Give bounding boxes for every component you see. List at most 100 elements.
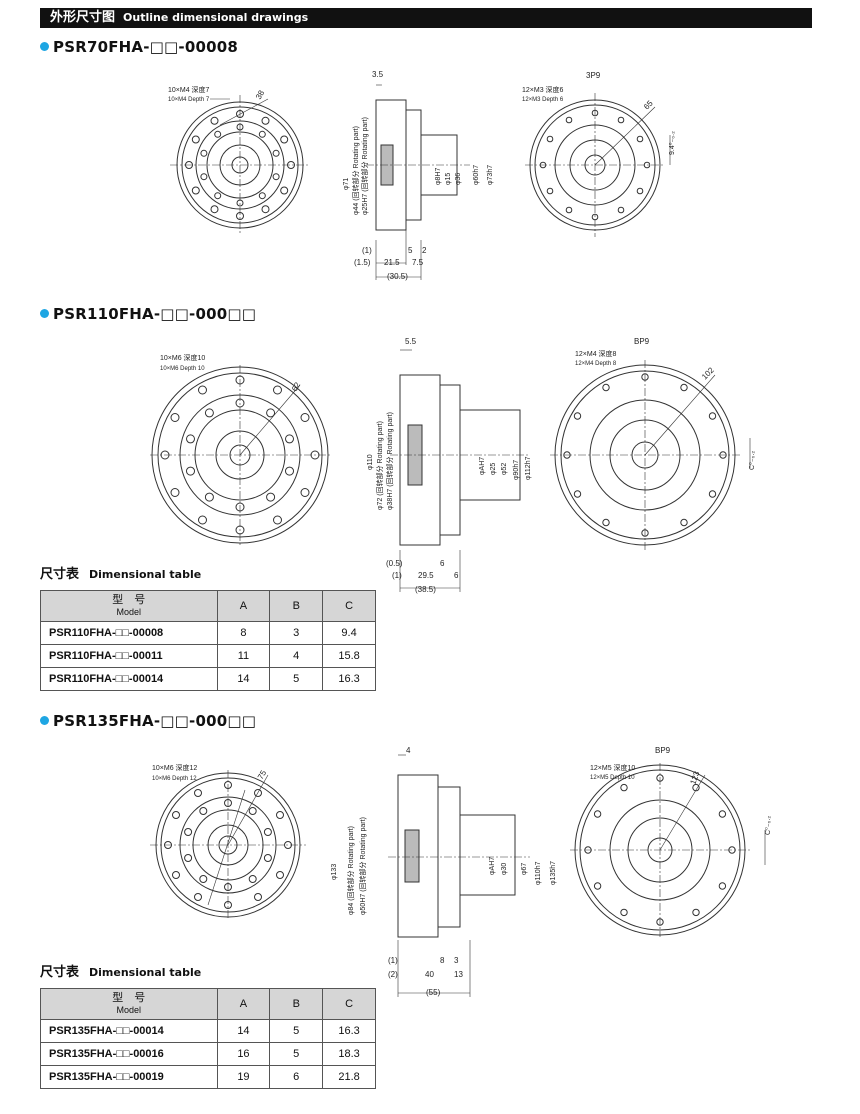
svg-text:12×M5 Depth 10: 12×M5 Depth 10	[590, 775, 635, 781]
bolt-hole	[235, 375, 245, 385]
bolt-hole	[276, 811, 284, 819]
bolt-hole	[235, 398, 245, 408]
bolt-hole	[656, 774, 664, 782]
svg-text:φ72 (回转部分 Rotating part): φ72 (回转部分 Rotating part)	[375, 421, 384, 510]
svg-text:(1): (1)	[392, 571, 402, 580]
svg-text:12×M3 深度6: 12×M3 深度6	[522, 85, 564, 94]
svg-text:φ36: φ36	[455, 173, 462, 185]
bolt-hole	[266, 492, 276, 502]
bolt-hole	[591, 109, 599, 117]
bolt-hole	[656, 918, 664, 926]
bolt-hole	[617, 206, 625, 214]
side-view-psr110	[390, 349, 530, 592]
svg-text:10×M6 Depth 12: 10×M6 Depth 12	[152, 776, 197, 782]
svg-text:φ110: φ110	[367, 454, 374, 470]
bolt-hole	[261, 205, 270, 214]
table-row: PSR110FHA-□□-00014 14 5 16.3	[40, 667, 376, 691]
svg-text:C⁰₋₀.₂: C⁰₋₀.₂	[748, 451, 756, 470]
bolt-hole	[636, 135, 644, 143]
svg-text:123: 123	[688, 770, 701, 786]
bolt-hole	[184, 828, 193, 836]
bolt-hole	[186, 434, 195, 444]
bolt-hole	[273, 385, 282, 395]
bolt-hole	[194, 893, 202, 901]
bolt-hole	[573, 490, 582, 498]
svg-text:φ52: φ52	[501, 463, 508, 475]
bolt-hole	[191, 135, 200, 144]
bolt-hole	[300, 413, 310, 422]
bolt-hole	[185, 161, 193, 169]
svg-text:102: 102	[700, 365, 716, 381]
table-header-c: C	[322, 988, 376, 1020]
bolt-hole	[620, 908, 628, 917]
bullet-dot-icon	[40, 309, 49, 318]
model-title-psr135: PSR135FHA-□□-000□□	[40, 712, 256, 730]
table-row: PSR110FHA-□□-00008 8 3 9.4	[40, 621, 376, 645]
svg-text:12×M4 Depth 8: 12×M4 Depth 8	[575, 361, 617, 367]
svg-text:φ44 (回转部分 Rotating part): φ44 (回转部分 Rotating part)	[351, 126, 360, 215]
bolt-hole	[224, 781, 232, 789]
svg-text:12×M5 深度10: 12×M5 深度10	[590, 763, 635, 772]
svg-text:6: 6	[440, 559, 445, 568]
svg-text:3P9: 3P9	[586, 71, 601, 80]
bolt-hole	[263, 828, 272, 836]
side-view-psr70	[366, 84, 470, 280]
bolt-hole	[719, 451, 727, 459]
front-view-psr70	[170, 95, 310, 235]
bolt-hole	[593, 882, 602, 890]
bolt-hole	[254, 893, 262, 901]
bolt-hole	[680, 383, 688, 392]
svg-text:φ67: φ67	[521, 863, 528, 875]
bolt-hole	[254, 789, 262, 797]
bolt-hole	[641, 529, 649, 537]
svg-text:φ50H7 (回转部分 Rotating part): φ50H7 (回转部分 Rotating part)	[358, 817, 367, 915]
svg-text:12×M4 深度8: 12×M4 深度8	[575, 349, 617, 358]
bolt-hole	[584, 846, 592, 854]
bolt-hole	[708, 490, 717, 498]
svg-text:φ60h7: φ60h7	[473, 165, 480, 185]
bolt-hole	[565, 206, 573, 214]
front-view-psr135	[150, 770, 306, 920]
svg-text:φ73h7: φ73h7	[487, 165, 494, 185]
svg-text:5.5: 5.5	[405, 337, 417, 346]
bolt-hole	[236, 123, 244, 131]
bolt-hole	[199, 875, 208, 883]
bolt-hole	[191, 186, 200, 195]
svg-text:BP9: BP9	[655, 746, 671, 755]
back-view-psr70	[525, 93, 671, 237]
bolt-hole	[204, 408, 214, 418]
bolt-hole	[617, 116, 625, 124]
model-title-psr70: PSR70FHA-□□-00008	[40, 38, 238, 56]
bolt-hole	[266, 408, 276, 418]
bolt-hole	[198, 385, 207, 395]
bolt-hole	[272, 173, 280, 181]
bolt-hole	[728, 846, 736, 854]
table-row: PSR110FHA-□□-00011 11 4 15.8	[40, 644, 376, 668]
bolt-hole	[248, 807, 257, 815]
bolt-hole	[641, 373, 649, 381]
svg-text:8: 8	[440, 956, 445, 965]
bolt-hole	[284, 841, 292, 849]
front-hole-en-psr70: 10×M4 Depth 7	[168, 97, 210, 103]
bolt-hole	[236, 199, 244, 207]
svg-text:21.5: 21.5	[384, 258, 400, 267]
svg-text:φ15: φ15	[445, 173, 452, 185]
svg-text:40: 40	[425, 970, 434, 979]
svg-text:4: 4	[406, 746, 411, 755]
svg-text:(38.5): (38.5)	[415, 585, 436, 594]
svg-text:12×M3 Depth 6: 12×M3 Depth 6	[522, 97, 564, 103]
bolt-hole	[170, 488, 180, 497]
bolt-hole	[539, 161, 547, 169]
svg-text:5: 5	[408, 246, 413, 255]
model-title-psr110: PSR110FHA-□□-000□□	[40, 305, 256, 323]
bolt-hole	[235, 525, 245, 535]
front-hole-cn-psr70: 10×M4 深度7	[168, 85, 210, 94]
bolt-hole	[300, 488, 310, 497]
bolt-hole	[602, 383, 610, 392]
bolt-hole	[186, 466, 195, 476]
table-row: PSR135FHA-□□-00019 19 6 21.8	[40, 1065, 376, 1089]
svg-text:φ25: φ25	[490, 463, 497, 475]
header-title-en: Outline dimensional drawings	[123, 11, 309, 24]
